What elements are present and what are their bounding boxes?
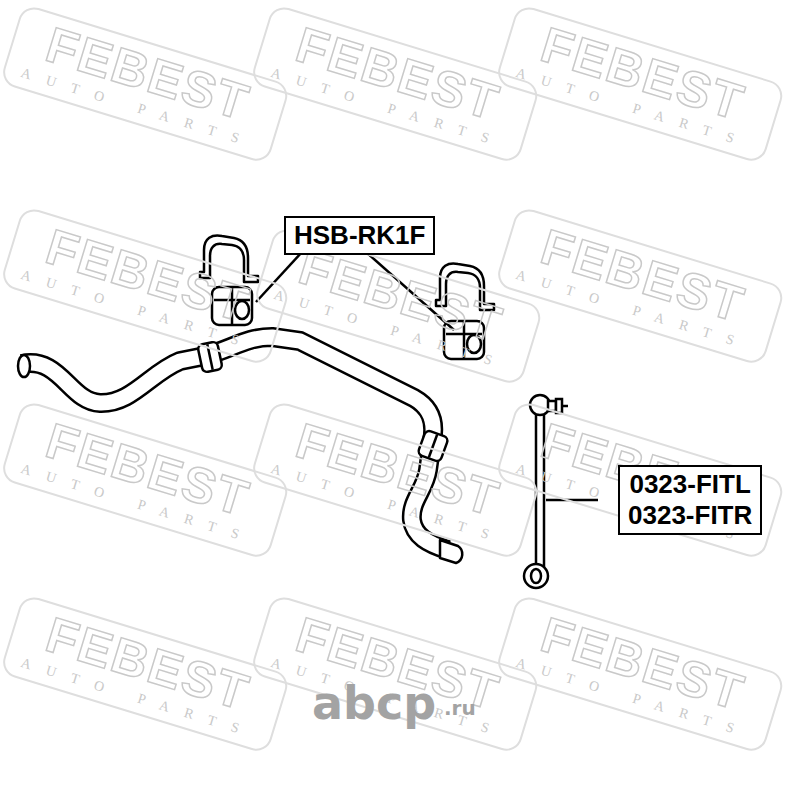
watermark-logo: FEBESTAUTO PARTS — [0, 3, 291, 164]
site-watermark: .ru — [444, 696, 476, 720]
watermark-logo: FEBESTAUTO PARTS — [494, 593, 786, 754]
part-number-box: HSB-RK1F — [284, 216, 435, 255]
watermark-logo: FEBESTAUTO PARTS — [0, 593, 291, 754]
watermark-logo: FEBESTAUTO PARTS — [249, 399, 541, 560]
watermark-logo: FEBESTAUTO PARTS — [249, 3, 541, 164]
watermark-logo: FEBESTAUTO PARTS — [0, 205, 291, 366]
watermark-logo: FEBESTAUTO PARTS — [494, 205, 786, 366]
part-number: 0323-FITR — [628, 500, 752, 531]
part-number-box: 0323-FITL0323-FITR — [618, 465, 762, 535]
watermark-logo: FEBESTAUTO PARTS — [0, 399, 291, 560]
watermark-logo: FEBESTAUTO PARTS — [494, 3, 786, 164]
part-number: 0323-FITL — [628, 469, 752, 500]
part-number: HSB-RK1F — [294, 220, 425, 251]
watermark-logo: FEBESTAUTO PARTS — [249, 593, 541, 754]
site-watermark: abcp — [312, 676, 436, 730]
